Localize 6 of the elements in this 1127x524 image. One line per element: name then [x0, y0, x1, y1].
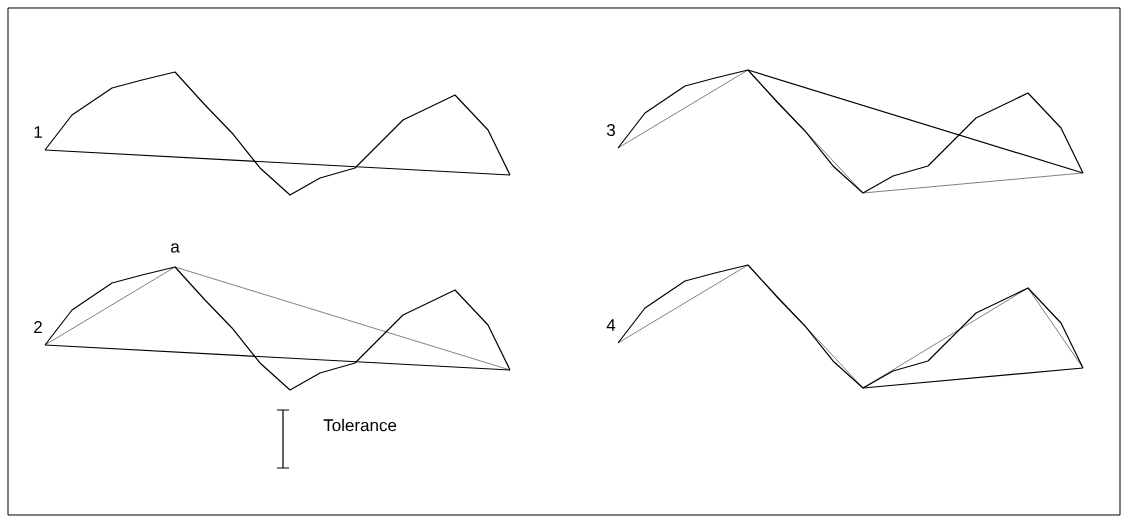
point-label: a [171, 243, 180, 253]
panel-number: 2 [34, 321, 42, 333]
panel-number: 1 [34, 126, 42, 138]
panel-number: 3 [606, 124, 615, 136]
tolerance-label: Tolerance [323, 418, 397, 432]
panel-number: 4 [606, 319, 616, 331]
